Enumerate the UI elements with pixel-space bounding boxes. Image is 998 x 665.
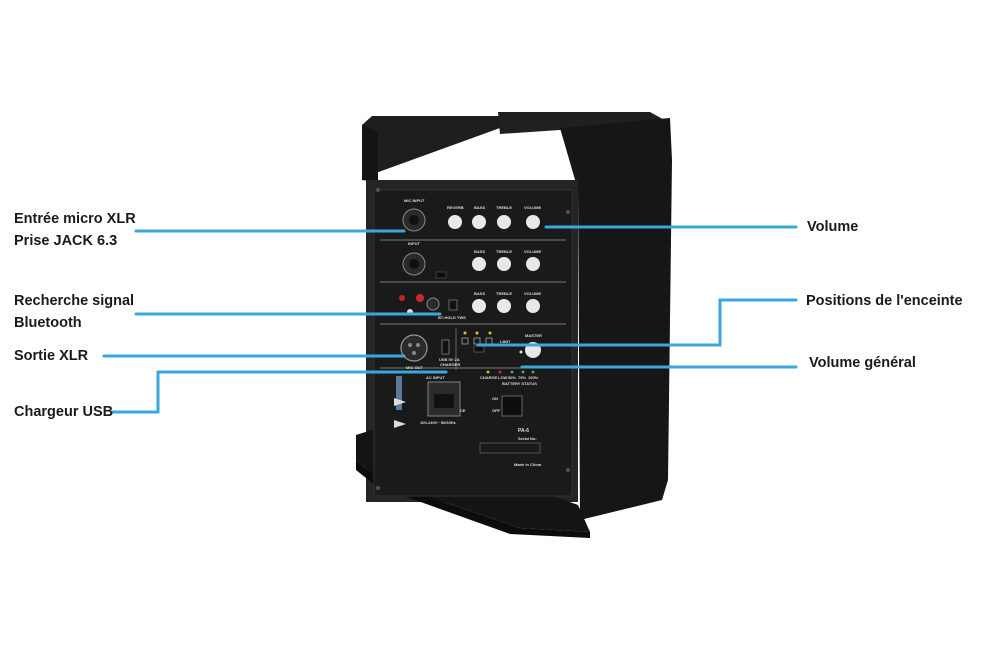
- svg-text:TREBLE: TREBLE: [496, 205, 512, 210]
- svg-text:LIMIT: LIMIT: [500, 339, 511, 344]
- channel-2-row: INPUT BASS TREBLE VOLUME: [402, 241, 541, 279]
- label-usb-charger: Chargeur USB: [14, 404, 114, 420]
- svg-text:VOLUME: VOLUME: [524, 291, 541, 296]
- svg-text:AC INPUT: AC INPUT: [426, 375, 445, 380]
- svg-text:BT-HOLD TWS: BT-HOLD TWS: [438, 315, 466, 320]
- svg-text:100-240V~ 50/60Hz: 100-240V~ 50/60Hz: [420, 420, 456, 425]
- label-mic-input: Entrée micro XLR Prise JACK 6.3: [14, 208, 136, 252]
- power-section: CHARGE LOW 50% 75% 100% BATTERY STATUS A…: [394, 370, 542, 467]
- label-volume: Volume: [807, 219, 859, 235]
- svg-text:BATTERY STATUS: BATTERY STATUS: [502, 381, 537, 386]
- svg-text:CHARGE: CHARGE: [480, 375, 498, 380]
- svg-text:TREBLE: TREBLE: [496, 249, 512, 254]
- label-mic-input-line1: Entrée micro XLR: [14, 211, 136, 227]
- callout-line-positions: [476, 298, 798, 347]
- label-speaker-positions: Positions de l'enceinte: [806, 293, 963, 309]
- svg-text:INPUT: INPUT: [408, 241, 421, 246]
- svg-text:MIC OUT: MIC OUT: [406, 365, 423, 370]
- svg-text:Made in China: Made in China: [514, 462, 542, 467]
- svg-text:CHARGER: CHARGER: [440, 362, 460, 367]
- channel-1-row: MIC INPUT REVERB BASS TREBLE VOLUME: [402, 198, 541, 232]
- callout-line-usb: [110, 370, 448, 414]
- svg-text:MIC INPUT: MIC INPUT: [404, 198, 425, 203]
- svg-text:LOW: LOW: [498, 375, 508, 380]
- svg-text:MASTER: MASTER: [525, 333, 542, 338]
- svg-text:PA-6: PA-6: [518, 428, 529, 434]
- svg-text:BASS: BASS: [474, 205, 485, 210]
- svg-text:ON: ON: [492, 396, 498, 401]
- svg-text:TREBLE: TREBLE: [496, 291, 512, 296]
- label-xlr-out: Sortie XLR: [14, 348, 89, 364]
- svg-text:BASS: BASS: [474, 249, 485, 254]
- svg-text:USB 5V 2A: USB 5V 2A: [439, 357, 460, 362]
- svg-text:VOLUME: VOLUME: [524, 249, 541, 254]
- label-bluetooth: Recherche signal Bluetooth: [14, 290, 134, 334]
- label-master-volume: Volume général: [809, 355, 916, 371]
- label-bluetooth-line2: Bluetooth: [14, 315, 82, 331]
- svg-text:75%: 75%: [518, 375, 526, 380]
- label-mic-input-line2: Prise JACK 6.3: [14, 233, 118, 249]
- svg-text:REVERB: REVERB: [447, 205, 464, 210]
- channel-3-row: BT-HOLD TWS BASS TREBLE VOLUME: [399, 291, 541, 320]
- control-panel: [373, 188, 573, 497]
- svg-text:Serial No:: Serial No:: [518, 436, 537, 441]
- svg-text:BASS: BASS: [474, 291, 485, 296]
- svg-text:OFF: OFF: [492, 408, 501, 413]
- ce-mark: CE: [460, 408, 466, 413]
- svg-text:VOLUME: VOLUME: [524, 205, 541, 210]
- label-bluetooth-line1: Recherche signal: [14, 293, 135, 309]
- svg-text:50%: 50%: [508, 375, 516, 380]
- svg-text:100%: 100%: [528, 375, 539, 380]
